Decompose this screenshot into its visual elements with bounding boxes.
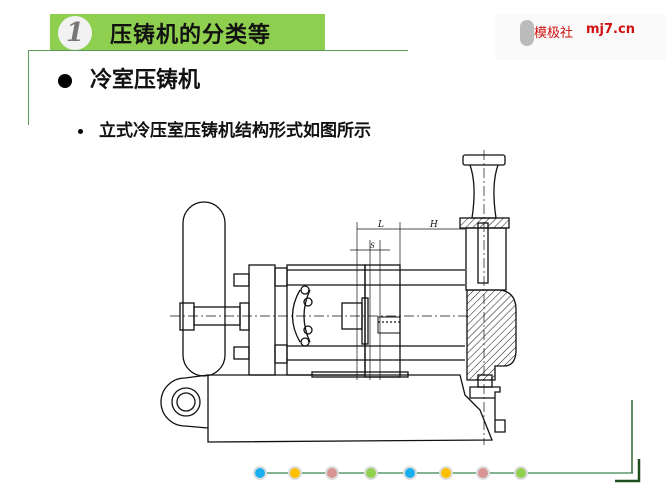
- logo-name: 模极社: [534, 26, 574, 41]
- footer-dot: [327, 468, 337, 478]
- section-number-badge: 1: [58, 16, 92, 50]
- footer-dot: [516, 468, 526, 478]
- dim-label-L: L: [377, 220, 384, 230]
- logo-seal-icon: [520, 20, 534, 46]
- corner-bracket: [615, 459, 641, 483]
- bullet-item: 立式冷压室压铸机结构形式如图所示: [78, 116, 371, 141]
- machine-base: [207, 374, 493, 443]
- bullet-dot-icon: [58, 74, 72, 88]
- section-title: 压铸机的分类等: [110, 23, 272, 48]
- shot-sleeve-block: [466, 289, 517, 381]
- footer-dot: [441, 468, 451, 478]
- footer-dot: [290, 468, 300, 478]
- bullet-icon: [78, 128, 83, 134]
- heading: 冷室压铸机: [58, 62, 200, 94]
- dim-label-S: S: [370, 242, 375, 250]
- section-title-bar: [50, 14, 325, 50]
- left-divider: [28, 50, 29, 125]
- bullet-text: 立式冷压室压铸机结构形式如图所示: [99, 121, 371, 141]
- dim-label-H: H: [429, 220, 438, 230]
- footer-dot: [405, 468, 415, 478]
- logo-url: mj7.cn: [586, 22, 635, 37]
- footer-dot: [255, 468, 265, 478]
- title-divider: [28, 50, 408, 51]
- footer-dot: [366, 468, 376, 478]
- heading-text: 冷室压铸机: [90, 68, 201, 93]
- footer-dot: [478, 468, 488, 478]
